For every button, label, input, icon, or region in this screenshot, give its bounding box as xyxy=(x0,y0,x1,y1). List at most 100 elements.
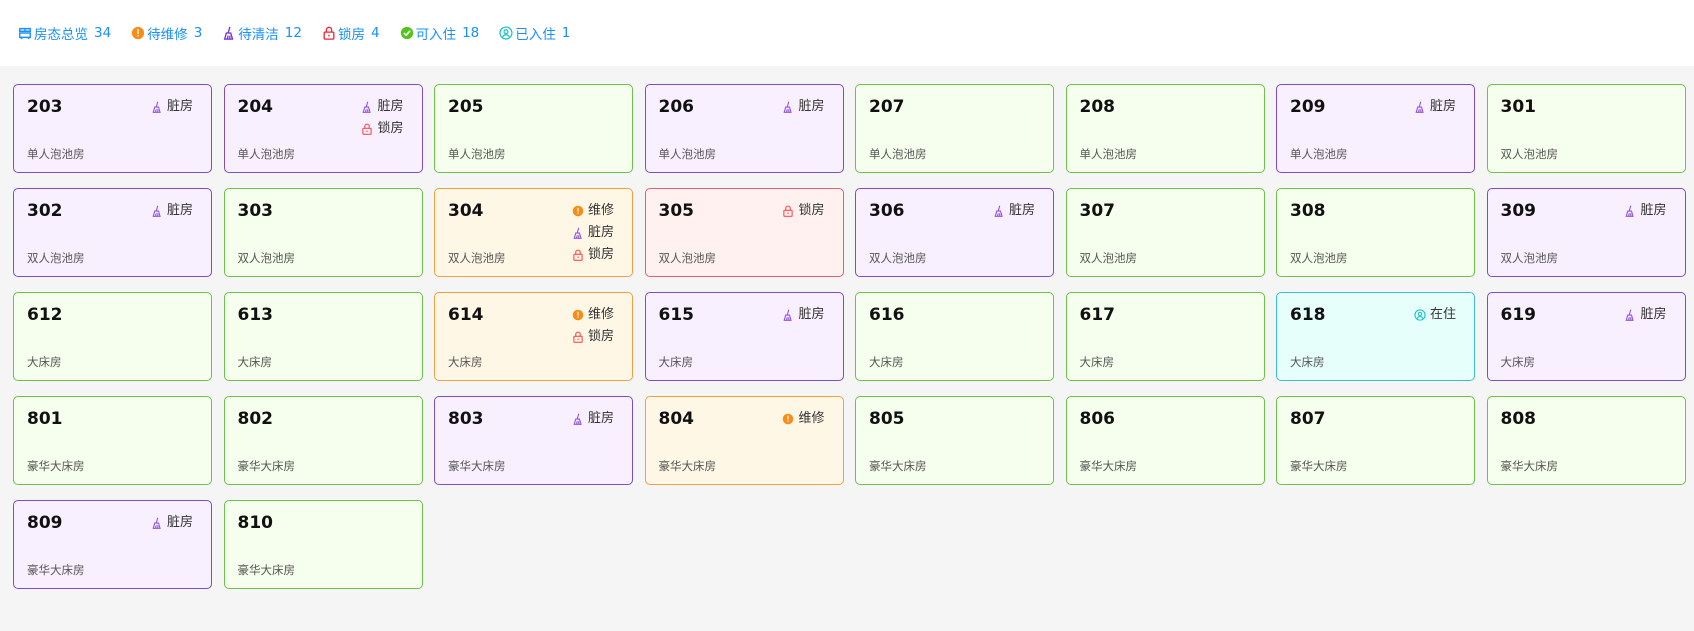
room-card-618[interactable]: 618 在住 大床房 xyxy=(1276,292,1475,381)
status-filter-lock[interactable]: 锁房 4 xyxy=(322,23,380,43)
room-number: 207 xyxy=(869,97,905,117)
room-type: 双人泡池房 xyxy=(237,251,296,265)
room-type: 大床房 xyxy=(869,355,904,369)
alert-icon xyxy=(572,205,584,217)
room-card-807[interactable]: 807 豪华大床房 xyxy=(1276,396,1475,485)
room-number: 810 xyxy=(237,513,274,533)
room-number: 306 xyxy=(869,201,905,221)
room-card-209[interactable]: 209 脏房 单人泡池房 xyxy=(1276,84,1475,173)
room-type: 双人泡池房 xyxy=(1079,251,1138,265)
room-card-617[interactable]: 617 大床房 xyxy=(1065,292,1265,381)
room-status-label: 维修 xyxy=(587,307,614,322)
status-filter-occupied[interactable]: 已入住 1 xyxy=(499,23,570,43)
room-status-tag-dirty: 脏房 xyxy=(151,202,193,220)
room-status-tag-dirty: 脏房 xyxy=(151,98,193,116)
room-type: 单人泡池房 xyxy=(448,147,506,161)
room-number: 307 xyxy=(1079,201,1116,221)
lock-icon xyxy=(782,205,794,217)
room-card-204[interactable]: 204 脏房 锁房 单人泡池房 xyxy=(223,84,423,173)
room-number: 309 xyxy=(1500,201,1537,221)
room-number: 807 xyxy=(1290,409,1326,429)
room-type: 大床房 xyxy=(1290,355,1325,369)
room-status-tag-dirty: 脏房 xyxy=(572,410,614,428)
status-filter-all[interactable]: 房态总览 34 xyxy=(18,23,111,43)
status-filter-count: 1 xyxy=(561,25,571,41)
room-type: 单人泡池房 xyxy=(658,147,717,161)
room-card-612[interactable]: 612 大床房 xyxy=(13,292,212,381)
room-status-label: 脏房 xyxy=(587,411,614,426)
room-type: 豪华大床房 xyxy=(869,459,927,473)
room-type: 豪华大床房 xyxy=(27,563,85,577)
room-card-205[interactable]: 205 单人泡池房 xyxy=(434,84,633,173)
room-card-803[interactable]: 803 脏房 豪华大床房 xyxy=(434,396,633,485)
room-status-tags: 锁房 xyxy=(782,202,825,220)
broom-icon xyxy=(993,205,1005,217)
room-card-309[interactable]: 309 脏房 双人泡池房 xyxy=(1486,188,1686,277)
room-card-810[interactable]: 810 豪华大床房 xyxy=(223,500,423,589)
room-status-tag-lock: 锁房 xyxy=(361,120,404,138)
room-number: 304 xyxy=(448,201,484,221)
room-card-808[interactable]: 808 豪华大床房 xyxy=(1486,396,1686,485)
room-card-801[interactable]: 801 豪华大床房 xyxy=(13,396,212,485)
room-card-301[interactable]: 301 双人泡池房 xyxy=(1486,84,1686,173)
room-status-tag-repair: 维修 xyxy=(572,202,614,220)
room-card-802[interactable]: 802 豪华大床房 xyxy=(223,396,423,485)
room-card-306[interactable]: 306 脏房 双人泡池房 xyxy=(855,188,1054,277)
room-status-label: 脏房 xyxy=(798,307,825,322)
room-number: 203 xyxy=(27,97,63,117)
user-circle-icon xyxy=(499,26,513,40)
status-filter-dirty[interactable]: 待清洁 12 xyxy=(222,23,302,43)
room-status-tag-dirty: 脏房 xyxy=(1414,98,1456,116)
room-card-207[interactable]: 207 单人泡池房 xyxy=(855,84,1054,173)
room-type: 豪华大床房 xyxy=(658,459,717,473)
status-filter-label: 已入住 xyxy=(515,27,556,43)
room-card-208[interactable]: 208 单人泡池房 xyxy=(1065,84,1265,173)
broom-icon xyxy=(151,101,163,113)
room-status-label: 脏房 xyxy=(1640,307,1667,322)
room-card-613[interactable]: 613 大床房 xyxy=(223,292,423,381)
room-status-tags: 脏房 xyxy=(151,98,193,116)
room-card-302[interactable]: 302 脏房 双人泡池房 xyxy=(13,188,212,277)
room-status-tags: 维修 xyxy=(782,410,825,428)
room-status-tag-occupied: 在住 xyxy=(1414,306,1456,324)
room-type: 大床房 xyxy=(237,355,273,369)
room-type: 双人泡池房 xyxy=(869,251,927,265)
room-card-203[interactable]: 203 脏房 单人泡池房 xyxy=(13,84,212,173)
room-card-614[interactable]: 614 维修 锁房 大床房 xyxy=(434,292,633,381)
status-filter-vacant[interactable]: 可入住 18 xyxy=(400,23,479,43)
room-card-809[interactable]: 809 脏房 豪华大床房 xyxy=(13,500,212,589)
room-number: 802 xyxy=(237,409,274,429)
room-type: 双人泡池房 xyxy=(1290,251,1348,265)
room-number: 619 xyxy=(1500,305,1537,325)
room-card-619[interactable]: 619 脏房 大床房 xyxy=(1486,292,1686,381)
room-status-tags: 脏房 xyxy=(151,514,193,532)
room-card-307[interactable]: 307 双人泡池房 xyxy=(1065,188,1265,277)
room-card-308[interactable]: 308 双人泡池房 xyxy=(1276,188,1475,277)
room-status-label: 锁房 xyxy=(798,203,825,218)
room-card-615[interactable]: 615 脏房 大床房 xyxy=(644,292,844,381)
room-status-tag-lock: 锁房 xyxy=(572,246,614,264)
room-card-303[interactable]: 303 双人泡池房 xyxy=(223,188,423,277)
status-filter-count: 4 xyxy=(370,25,380,41)
room-card-805[interactable]: 805 豪华大床房 xyxy=(855,396,1054,485)
room-type: 大床房 xyxy=(1079,355,1115,369)
room-status-tags: 脏房 xyxy=(1624,306,1667,324)
room-card-616[interactable]: 616 大床房 xyxy=(855,292,1054,381)
room-number: 302 xyxy=(27,201,63,221)
room-number: 612 xyxy=(27,305,63,325)
room-number: 303 xyxy=(237,201,274,221)
room-status-tag-dirty: 脏房 xyxy=(572,224,614,242)
room-card-806[interactable]: 806 豪华大床房 xyxy=(1065,396,1265,485)
room-card-804[interactable]: 804 维修 豪华大床房 xyxy=(644,396,844,485)
status-summary-bar: 房态总览 34 待维修 3 待清洁 12 锁房 4 可入住 18 已入住 1 xyxy=(0,0,1694,66)
room-status-label: 脏房 xyxy=(166,99,193,114)
room-status-tag-dirty: 脏房 xyxy=(361,98,404,116)
room-type: 豪华大床房 xyxy=(237,459,296,473)
room-status-tag-lock: 锁房 xyxy=(782,202,825,220)
room-card-304[interactable]: 304 维修 脏房 锁房 双人泡池房 xyxy=(434,188,633,277)
status-filter-repair[interactable]: 待维修 3 xyxy=(131,23,202,43)
room-card-206[interactable]: 206 脏房 单人泡池房 xyxy=(644,84,844,173)
broom-icon xyxy=(782,309,794,321)
room-status-tag-repair: 维修 xyxy=(572,306,614,324)
room-card-305[interactable]: 305 锁房 双人泡池房 xyxy=(644,188,844,277)
